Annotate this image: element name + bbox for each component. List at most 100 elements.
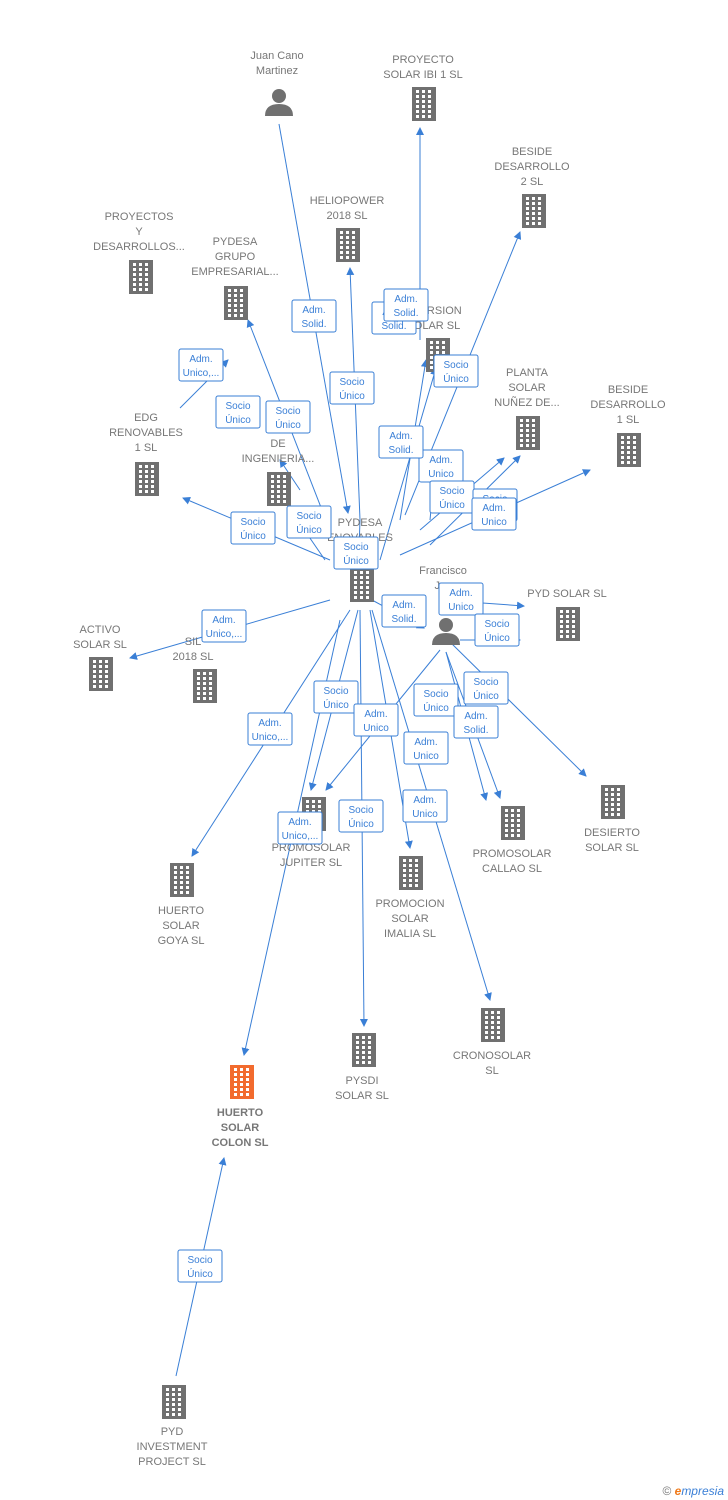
- node-label: 2 SL: [521, 176, 544, 188]
- relationship-label-text: Único: [187, 1267, 213, 1280]
- relationship-label[interactable]: Adm.Unico: [403, 731, 449, 765]
- node-label: RENOVABLES: [109, 427, 183, 439]
- relationship-label-text: Unico,...: [206, 629, 243, 640]
- node-callao[interactable]: PROMOSOLAR CALLAO SL: [473, 806, 552, 875]
- node-label: HUERTO: [158, 905, 204, 917]
- relationship-label[interactable]: Adm.Unico,...: [201, 609, 247, 643]
- node-edg[interactable]: EDG RENOVABLES 1 SL: [109, 412, 183, 496]
- relationship-label[interactable]: Adm.Solid.: [383, 288, 429, 322]
- relationship-label-box: [471, 497, 517, 531]
- node-pydsolar[interactable]: PYD SOLAR SL: [527, 588, 607, 641]
- node-label: 1 SL: [135, 442, 158, 454]
- node-proyectos[interactable]: PROYECTOSYDESARROLLOS...: [93, 211, 185, 294]
- node-beside2[interactable]: BESIDE DESARROLLO 2 SL: [494, 146, 570, 228]
- relationship-label-box: [474, 613, 520, 647]
- relationship-label[interactable]: Adm.Unico: [438, 582, 484, 616]
- relationship-label-text: Único: [339, 389, 365, 402]
- node-crono[interactable]: CRONOSOLAR SL: [453, 1008, 531, 1077]
- relationship-label-text: Unico: [428, 469, 454, 480]
- node-pydgrupo[interactable]: PYDESAGRUPOEMPRESARIAL...: [191, 236, 279, 320]
- relationship-label[interactable]: Adm.Solid.: [453, 705, 499, 739]
- building-icon: [516, 416, 540, 450]
- relationship-label-text: Único: [443, 372, 469, 385]
- relationship-label[interactable]: Adm.Unico: [402, 789, 448, 823]
- node-label: PYDESA: [338, 517, 383, 529]
- node-label: PROMOCION: [375, 898, 444, 910]
- relationship-label[interactable]: Adm.Unico: [353, 703, 399, 737]
- relationship-label-text: Adm.: [392, 600, 415, 611]
- node-label: CALLAO SL: [482, 863, 542, 875]
- relationship-label[interactable]: Adm.Unico,...: [178, 348, 224, 382]
- node-medios[interactable]: MEDEINGENIERIA...: [242, 423, 315, 506]
- building-icon: [556, 607, 580, 641]
- relationship-label-box: [329, 371, 375, 405]
- node-label: DESARROLLO: [494, 161, 570, 173]
- relationship-label[interactable]: Adm.Unico,...: [277, 811, 323, 845]
- relationship-label-text: Unico: [481, 517, 507, 528]
- node-label: SL: [485, 1065, 498, 1077]
- relationship-label-text: Único: [473, 689, 499, 702]
- node-label: DESARROLLO: [590, 399, 666, 411]
- relationship-label[interactable]: Adm.Unico,...: [247, 712, 293, 746]
- relationship-label-text: Socio: [296, 511, 321, 522]
- node-label: BESIDE: [512, 146, 552, 158]
- relationship-label-box: [438, 582, 484, 616]
- node-label: 2018 SL: [173, 651, 214, 663]
- relationship-label-text: Único: [225, 413, 251, 426]
- node-label: EDG: [134, 412, 158, 424]
- node-label: PROMOSOLAR: [473, 848, 552, 860]
- relationship-label[interactable]: Adm.Solid.: [291, 299, 337, 333]
- node-label: SOLAR: [508, 382, 545, 394]
- relationship-label-box: [403, 731, 449, 765]
- relationship-label[interactable]: Adm.Unico: [471, 497, 517, 531]
- relationship-label-text: Adm.: [394, 294, 417, 305]
- node-label: JUPITER SL: [280, 857, 342, 869]
- relationship-label-text: Unico,...: [183, 368, 220, 379]
- building-icon: [170, 863, 194, 897]
- building-icon: [617, 433, 641, 467]
- node-label: EMPRESARIAL...: [191, 266, 278, 278]
- node-label: INGENIERIA...: [242, 453, 315, 465]
- relationship-label-text: Socio: [443, 360, 468, 371]
- relationship-label-text: Socio: [343, 542, 368, 553]
- node-label: CRONOSOLAR: [453, 1050, 531, 1062]
- relationship-label[interactable]: Adm.Solid.: [381, 594, 427, 628]
- relationship-label-text: Único: [484, 631, 510, 644]
- relationship-label-box: [177, 1249, 223, 1283]
- relationship-label[interactable]: Adm.Solid.: [378, 425, 424, 459]
- node-label: COLON SL: [212, 1137, 269, 1149]
- node-label: ACTIVO: [80, 624, 121, 636]
- relationship-label-box: [333, 536, 379, 570]
- relationship-label-text: Socio: [339, 377, 364, 388]
- relationship-label[interactable]: Adm.Unico: [418, 449, 464, 483]
- brand-logo[interactable]: empresia: [674, 1484, 724, 1498]
- node-label: PYD: [161, 1426, 184, 1438]
